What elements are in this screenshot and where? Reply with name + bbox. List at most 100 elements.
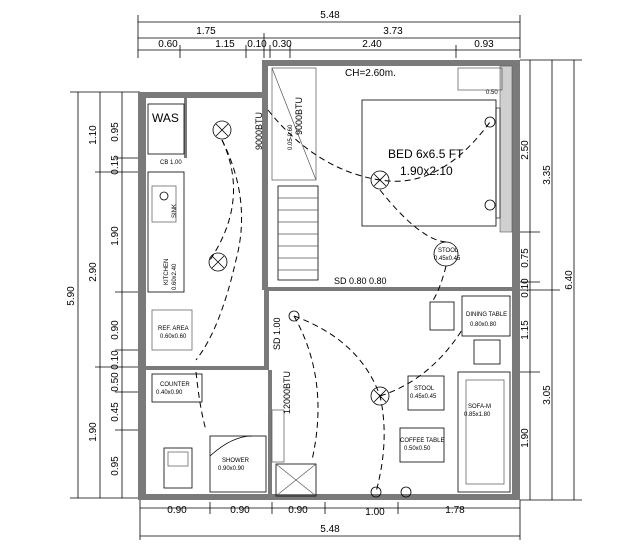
dining-chair-2 <box>473 339 501 365</box>
toilet <box>163 447 193 489</box>
sofa-size: 0.85x1.80 <box>464 412 491 418</box>
sd-vertical: SD 1.00 <box>272 317 282 350</box>
cab-label: CB 1.00 <box>160 160 182 166</box>
wardrobe-label: 0.05-0.60 <box>288 124 294 150</box>
light-bed <box>370 170 390 190</box>
dim-top-3d: 0.30 <box>272 39 292 50</box>
dim-left-3f: 0.50 <box>110 372 121 392</box>
sd-label: SD 0.80 0.80 <box>334 276 387 286</box>
dim-left-3e: 0.10 <box>110 350 121 370</box>
stairs <box>277 185 319 281</box>
was-label: WAS <box>152 111 179 125</box>
top-right-cabinet-label: 0.50 <box>486 90 498 96</box>
refrigerator <box>151 309 193 351</box>
dim-right-3c: 0.10 <box>520 278 531 298</box>
wiring <box>195 109 491 493</box>
dim-left-3: 1.90 <box>88 422 99 442</box>
wall-divider <box>264 287 514 291</box>
dim-bottom-1: 0.90 <box>167 505 187 516</box>
wall-right <box>512 60 520 500</box>
coffee-label: COFFEE TABLE <box>400 438 444 444</box>
stool-living <box>407 375 445 411</box>
dim-right-3e: 1.90 <box>520 428 531 448</box>
dining-table <box>461 295 511 337</box>
dim-top-3e: 2.40 <box>362 39 382 50</box>
bottom-dimensions: 0.90 0.90 0.90 1.00 1.78 5.48 <box>139 500 521 540</box>
dim-bottom-4: 1.00 <box>365 507 385 518</box>
dim-top-3f: 0.93 <box>474 39 494 50</box>
wall-interior-2 <box>264 290 269 370</box>
btu-top-2: 9000BTU <box>294 97 304 135</box>
wardrobe <box>271 67 317 181</box>
wall-bath-top <box>146 366 266 370</box>
bed-label: BED 6x6.5 FT <box>388 147 464 161</box>
stool-top-size: 0.45x0.45 <box>434 256 461 262</box>
dim-right-3b: 0.75 <box>520 248 531 268</box>
light-kitchen <box>208 252 228 272</box>
dim-top-3b: 1.15 <box>215 39 235 50</box>
walls <box>138 60 520 500</box>
dim-bottom-5: 1.78 <box>445 505 465 516</box>
stool-top-label: STOOL <box>438 248 459 254</box>
wall-bath-right <box>268 370 272 500</box>
right-dimensions: 6.40 3.35 3.05 2.50 0.75 0.10 1.15 1.90 <box>520 59 582 501</box>
dim-left-3h: 0.95 <box>110 456 121 476</box>
shower-label: SHOWER <box>222 458 250 464</box>
dim-bottom-2: 0.90 <box>230 505 250 516</box>
sofa <box>457 371 511 493</box>
bed-size: 1.90x2.10 <box>400 164 453 178</box>
wall-top-right <box>264 60 520 66</box>
dim-left-3a: 0.95 <box>110 122 121 142</box>
stool-size: 0.45x0.45 <box>410 394 437 400</box>
dim-bottom-3: 0.90 <box>288 505 308 516</box>
cabinet-right <box>499 65 513 233</box>
bedroom: BED 6x6.5 FT 1.90x2.10 CH=2.60m. STOOL 0… <box>254 67 503 286</box>
door-strip <box>271 409 285 463</box>
dim-right-1: 3.35 <box>542 165 553 185</box>
dim-left-3b: 0.15 <box>110 155 121 175</box>
top-dimensions: 5.48 1.75 3.73 0.60 1.15 0.10 0.30 2.40 … <box>137 10 521 58</box>
dim-bottom-overall: 5.48 <box>320 524 340 535</box>
kitchen-label: KITCHEN <box>164 259 170 285</box>
dim-left-3g: 0.45 <box>110 402 121 422</box>
counter-label: COUNTER <box>160 382 190 388</box>
light-living <box>370 386 390 406</box>
dim-top-3a: 0.60 <box>158 39 178 50</box>
bed <box>361 99 497 227</box>
bed-headboard <box>495 107 501 219</box>
bathroom: COUNTER 0.40x0.90 SHOWER 0.90x0.90 <box>151 373 317 497</box>
sink-label: SINK <box>172 204 178 218</box>
dim-left-2: 2.90 <box>88 262 99 282</box>
ref-label: REF. AREA <box>158 326 189 332</box>
top-right-cabinet <box>457 67 503 91</box>
dim-top-2: 3.73 <box>383 26 403 37</box>
ref-size: 0.60x0.60 <box>160 334 187 340</box>
dim-left-overall: 5.90 <box>66 286 77 306</box>
dim-right-2: 3.05 <box>542 385 553 405</box>
dining-size: 0.80x0.80 <box>470 322 497 328</box>
wall-top-left <box>138 92 264 98</box>
counter-size: 0.40x0.90 <box>156 390 183 396</box>
kitchen-counter <box>147 171 185 293</box>
dim-right-overall: 6.40 <box>564 270 575 290</box>
dining-chair-1 <box>429 301 455 331</box>
btu-top: 9000BTU <box>254 112 264 150</box>
counter <box>151 373 203 403</box>
dim-left-3c: 1.90 <box>110 226 121 246</box>
dim-top-overall: 5.48 <box>320 10 340 21</box>
wall-bottom <box>138 494 520 500</box>
dim-top-1: 1.75 <box>196 26 216 37</box>
washer <box>147 103 185 155</box>
dim-left-1: 1.10 <box>88 125 99 145</box>
living: SD 1.00 12000BTU DINING TABLE 0.80x0.80 … <box>272 295 511 498</box>
ceiling-height: CH=2.60m. <box>345 68 396 79</box>
cabinet-bottom <box>275 463 317 497</box>
sink <box>151 185 177 223</box>
dim-right-3d: 1.15 <box>520 320 531 340</box>
stool-label: STOOL <box>414 386 435 392</box>
dim-top-3c: 0.10 <box>247 39 267 50</box>
wall-interior-1 <box>262 60 268 290</box>
dining-label: DINING TABLE <box>466 312 507 318</box>
stool-bed <box>433 241 459 267</box>
